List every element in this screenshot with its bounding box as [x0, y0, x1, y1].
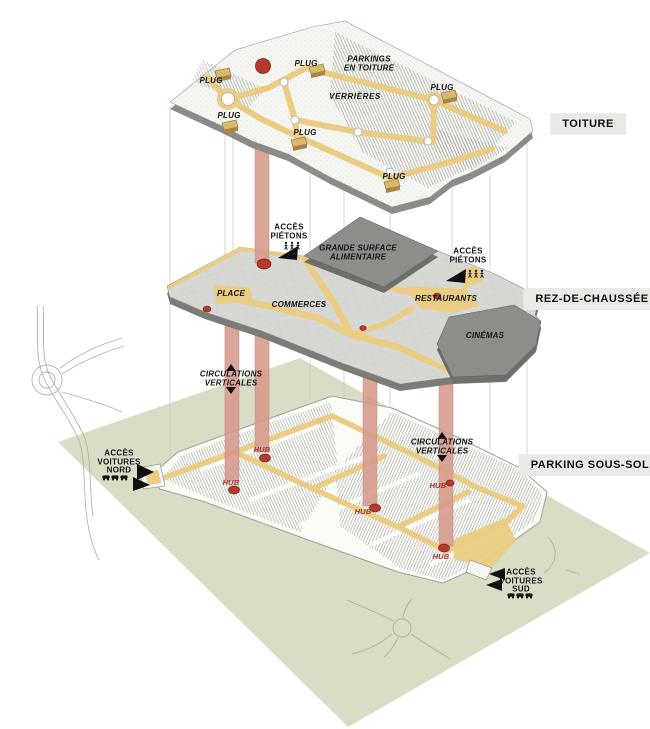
level-label-parking-sous-sol: PARKING SOUS-SOL	[518, 454, 650, 476]
arrow-icon-sud-2	[486, 579, 502, 591]
arrow-icon-sud-1	[489, 568, 505, 580]
circulations-verticales-label-2: CIRCULATIONS VERTICALES	[410, 437, 474, 456]
label-line: CIRCULATIONS	[199, 369, 263, 379]
label-line: CIRCULATIONS	[410, 437, 474, 447]
label-line: PIÉTONS	[449, 255, 487, 264]
roof-roundabouts	[217, 77, 443, 177]
hub-label-3: HUB	[354, 506, 372, 516]
label-line: SUD	[512, 584, 530, 594]
arrow-up-icon-circ2	[437, 432, 447, 439]
label-line: ACCÈS	[274, 222, 304, 232]
label-line: VOITURES	[499, 575, 543, 585]
label-line: PARKINGS	[347, 54, 391, 64]
plug-label-3: PLUG	[430, 82, 454, 92]
place-label: PLACE	[216, 288, 246, 298]
commerces-label: COMMERCES	[271, 299, 327, 309]
site-roads	[31, 305, 581, 660]
arrow-icon-nord-1	[137, 464, 154, 480]
plug-label-5: PLUG	[293, 127, 317, 137]
plug-label-2: PLUG	[294, 58, 318, 68]
label-line: VERTICALES	[204, 378, 258, 387]
place-plaza	[213, 285, 253, 304]
label-line: ACCÈS	[104, 448, 134, 458]
hub-label-5: HUB	[432, 551, 450, 561]
restaurants-terrace	[406, 286, 480, 313]
verrieres-label: VERRIÈRES	[329, 91, 381, 101]
main-vertical-column	[254, 144, 272, 270]
arrow-down-icon-circ2	[437, 455, 447, 462]
label-line: GRANDE SURFACE	[319, 243, 397, 253]
roof-circulation	[204, 65, 508, 181]
acces-voitures-sud-label: ACCÈS VOITURES SUD	[499, 568, 542, 594]
arrow-icon-pietons-east	[446, 269, 466, 283]
hub-label-2: HUB	[222, 477, 240, 487]
arrow-icon-nord-2	[133, 477, 150, 491]
arrow-up-icon-circ1	[226, 364, 236, 371]
label-line: PIÉTONS	[270, 231, 308, 240]
roof-plate	[169, 20, 534, 214]
label-line: EN TOITURE	[343, 63, 395, 72]
access-arrows	[133, 246, 505, 591]
ground-red-markers	[202, 292, 442, 331]
plug-label-4: PLUG	[217, 110, 241, 120]
parkings-en-toiture-label: PARKINGS EN TOITURE	[343, 54, 395, 73]
grande-surface-label: GRANDE SURFACE ALIMENTAIRE	[319, 243, 397, 262]
cinemas-block	[436, 304, 542, 383]
label-line: ACCÈS	[506, 567, 536, 577]
hub-dots	[228, 453, 455, 553]
cinemas-label: CINÉMAS	[465, 330, 505, 340]
roof-parking-rows-east	[433, 130, 508, 170]
plug-label-1: PLUG	[199, 75, 223, 85]
acces-pietons-west-label: ACCÈS PIÉTONS	[270, 222, 308, 241]
roof-red-marker	[255, 58, 271, 74]
grande-surface-block	[303, 216, 439, 293]
label-line: VERTICALES	[415, 446, 469, 455]
plug-label-6: PLUG	[382, 171, 406, 181]
vertical-circulation-columns	[224, 317, 454, 547]
label-line: NORD	[106, 465, 132, 475]
level-label-toiture: TOITURE	[550, 113, 626, 135]
parking-entrance-south	[452, 518, 516, 581]
hub-label-4: HUB	[429, 480, 447, 490]
hub-label-1: HUB	[253, 444, 271, 454]
acces-pietons-east-label: ACCÈS PIÉTONS	[449, 246, 487, 265]
label-line: ALIMENTAIRE	[329, 252, 387, 261]
label-line: ACCÈS	[453, 246, 483, 256]
acces-voitures-nord-label: ACCÈS VOITURES NORD	[97, 449, 140, 475]
level-label-rez-de-chaussee: REZ-DE-CHAUSSÉE	[523, 288, 650, 310]
pedestrian-icons-west	[284, 241, 300, 251]
label-line: VOITURES	[97, 456, 141, 466]
circulations-verticales-label-1: CIRCULATIONS VERTICALES	[199, 369, 263, 388]
arrow-down-icon-circ1	[226, 387, 236, 394]
restaurants-label: RESTAURANTS	[414, 293, 478, 303]
